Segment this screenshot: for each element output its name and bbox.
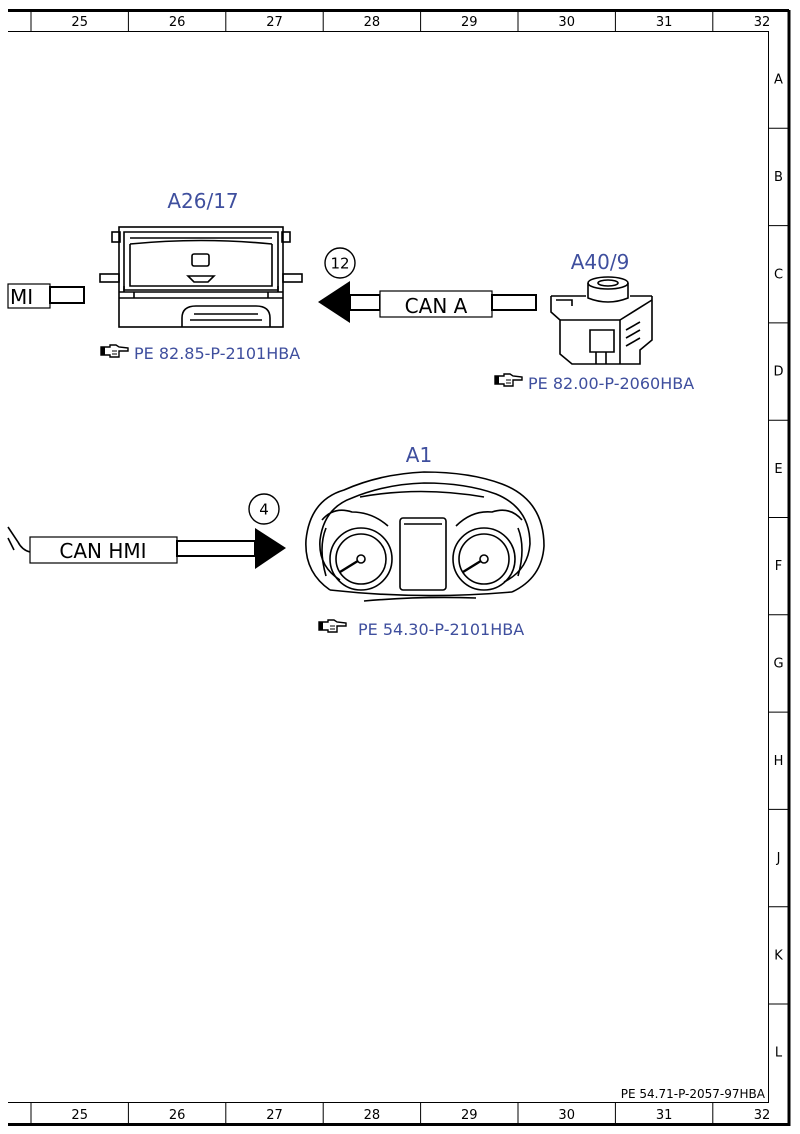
pointing-hand-icon [318,619,347,633]
wire-hmi-left[interactable]: MI [7,283,85,309]
row-label-H: H [774,754,784,769]
component-a1[interactable]: A1 [305,443,545,639]
component-label-a26-17: A26/17 [167,189,238,213]
column-label-bottom-25: 25 [71,1108,88,1123]
wire-label-can-hmi: CAN HMI [59,539,146,563]
row-label-B: B [774,170,783,185]
reference-a40-9[interactable]: PE 82.00-P-2060HBA [494,373,694,393]
column-label-top-30: 30 [558,15,575,30]
reference-text-a40-9: PE 82.00-P-2060HBA [528,374,694,393]
reference-a26-17[interactable]: PE 82.85-P-2101HBA [100,344,300,363]
row-label-D: D [773,365,783,380]
column-label-bottom-27: 27 [266,1108,283,1123]
column-label-top-31: 31 [656,15,673,30]
wire-label-can-a: CAN A [405,294,468,318]
row-label-A: A [774,73,783,88]
column-label-top-25: 25 [71,15,88,30]
control-unit-a26-17-drawing [99,226,303,328]
column-label-top-26: 26 [169,15,186,30]
column-label-bottom-31: 31 [656,1108,673,1123]
instrument-cluster-drawing [305,471,545,602]
document-id: PE 54.71-P-2057-97HBA [621,1087,766,1101]
connection-number-4: 4 [248,493,280,525]
connection-number-12: 12 [324,247,356,279]
svg-text:12: 12 [330,255,349,273]
drawing-frame [8,9,791,1126]
svg-text:4: 4 [259,501,269,519]
row-label-C: C [774,267,783,282]
row-label-F: F [775,559,782,574]
row-label-G: G [773,656,783,671]
arrow-head-can-hmi [255,528,286,569]
column-label-top-32: 32 [754,15,771,30]
column-label-top-27: 27 [266,15,283,30]
wire-can-hmi[interactable]: CAN HMI 4 [7,493,286,569]
column-label-bottom-28: 28 [364,1108,381,1123]
reference-a1[interactable]: PE 54.30-P-2101HBA [318,619,524,639]
column-labels-bottom: 25 26 27 28 29 30 31 32 [71,1108,770,1123]
switch-a40-9-drawing [550,276,653,365]
component-label-a40-9: A40/9 [571,250,630,274]
column-labels-top: 25 26 27 28 29 30 31 32 [71,15,770,30]
component-label-a1: A1 [406,443,432,467]
column-label-bottom-29: 29 [461,1108,478,1123]
column-label-bottom-26: 26 [169,1108,186,1123]
wire-can-a[interactable]: CAN A 12 [318,247,537,323]
column-label-top-29: 29 [461,15,478,30]
column-label-top-28: 28 [364,15,381,30]
row-labels: A B C D E F G H J K L [773,73,783,1061]
component-a40-9[interactable]: A40/9 PE 82.00-P-2060HBA [494,250,694,393]
row-label-L: L [775,1046,783,1061]
pointing-hand-icon [100,344,129,358]
row-label-K: K [774,948,783,963]
column-label-bottom-32: 32 [754,1108,771,1123]
wire-label-hmi-left: MI [10,285,33,309]
pointing-hand-icon [494,373,523,387]
reference-text-a1: PE 54.30-P-2101HBA [358,620,524,639]
arrow-head-can-a [318,281,350,323]
row-label-J: J [776,851,781,866]
component-a26-17[interactable]: A26/17 [99,189,303,363]
row-label-E: E [774,462,782,477]
reference-text-a26-17: PE 82.85-P-2101HBA [134,344,300,363]
column-label-bottom-30: 30 [558,1108,575,1123]
